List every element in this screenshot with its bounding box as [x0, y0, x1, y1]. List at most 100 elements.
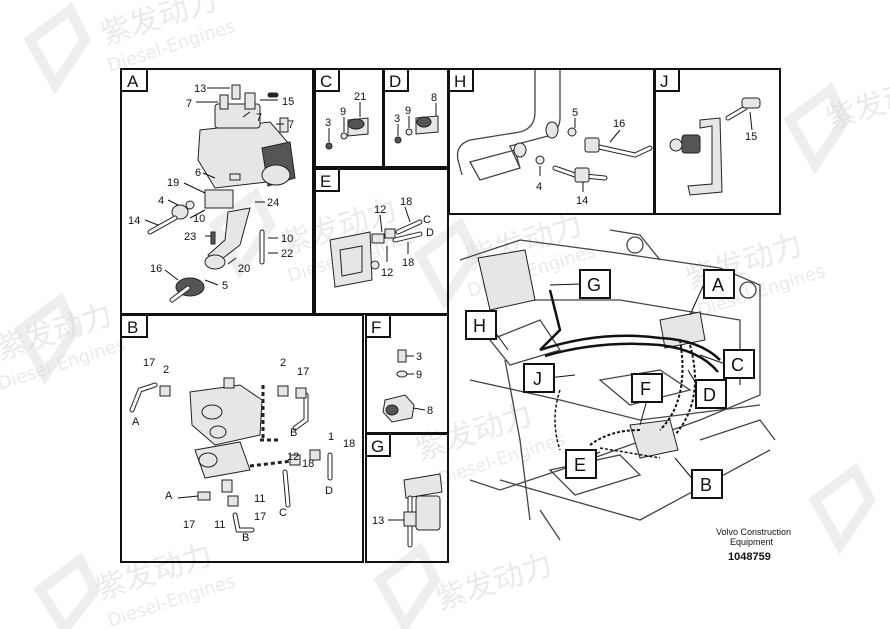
footer-drawing-number: 1048759	[728, 551, 771, 563]
label-h-14: 14	[576, 195, 588, 207]
pump-drawing	[171, 84, 296, 297]
label-h-4: 4	[536, 181, 542, 193]
panel-a-letter-box	[120, 68, 148, 92]
callout-c[interactable]: C	[731, 355, 744, 375]
label-e-12b: 12	[381, 267, 393, 279]
label-j-15: 15	[745, 131, 757, 143]
panel-e-letter: E	[320, 172, 331, 191]
panel-a-leaders	[144, 87, 284, 286]
label-a-15: 15	[282, 96, 294, 108]
callout-h[interactable]: H	[473, 316, 486, 336]
panel-h-letter: H	[454, 72, 466, 91]
callout-d-box[interactable]	[695, 379, 727, 409]
label-c-3: 3	[325, 117, 331, 129]
detail-panel-g: G 13	[365, 433, 449, 563]
label-e-18b: 18	[402, 257, 414, 269]
callout-g-box[interactable]	[579, 269, 611, 299]
label-a-23: 23	[184, 231, 196, 243]
callout-j[interactable]: J	[533, 369, 542, 389]
label-b-18: 18	[343, 438, 355, 450]
label-a-7b: 7	[256, 112, 262, 124]
callout-g[interactable]: G	[587, 275, 601, 295]
panel-j-letter-box	[654, 68, 680, 92]
label-a-7c: 7	[288, 119, 294, 131]
panel-b-letter-box	[120, 314, 148, 338]
watermark-brand: 紫发动力	[822, 67, 890, 137]
label-b-17c: 17	[183, 519, 195, 531]
callout-e-box[interactable]	[565, 449, 597, 479]
label-b-b: B	[290, 427, 297, 439]
label-b-17: 17	[143, 357, 155, 369]
label-b-d: D	[325, 485, 333, 497]
callout-c-box[interactable]	[723, 349, 755, 379]
watermark-brand: 紫发动力	[432, 547, 557, 617]
detail-panel-b: B 17 2 2 17 A B 1 18 12 18 D C A 1	[120, 314, 364, 563]
panel-j-letter: J	[660, 72, 669, 91]
label-h-16: 16	[613, 118, 625, 130]
callout-b-box[interactable]	[691, 469, 723, 499]
label-f-9: 9	[416, 369, 422, 381]
watermark-logo-icon	[13, 2, 876, 629]
label-e-18: 18	[400, 196, 412, 208]
label-b-a2: A	[165, 490, 173, 502]
label-b-2: 2	[163, 364, 169, 376]
detail-panel-d: D 8 9 3	[383, 68, 449, 168]
label-h-5: 5	[572, 107, 578, 119]
label-a-6: 6	[195, 167, 201, 179]
detail-panel-c: C 21 9 3	[314, 68, 384, 168]
label-b-11b: 11	[214, 519, 225, 531]
label-a-14: 14	[128, 215, 140, 227]
panel-b-frame	[120, 314, 364, 563]
panel-f-letter: F	[371, 318, 381, 337]
detail-panel-a: A	[120, 68, 314, 315]
panel-f-letter-box	[365, 314, 391, 338]
callout-f-box[interactable]	[631, 373, 663, 403]
panel-d-letter: D	[389, 72, 401, 91]
label-d-9: 9	[405, 105, 411, 117]
label-a-7: 7	[186, 98, 192, 110]
label-b-17b: 17	[297, 366, 309, 378]
callout-a[interactable]: A	[712, 275, 724, 295]
label-b-18b: 18	[302, 458, 314, 470]
panel-h-frame	[448, 68, 655, 215]
callout-e[interactable]: E	[574, 455, 586, 475]
label-a-5: 5	[222, 280, 228, 292]
callout-d[interactable]: D	[703, 385, 716, 405]
callout-a-box[interactable]	[703, 269, 735, 299]
label-b-2b: 2	[280, 357, 286, 369]
label-g-13: 13	[372, 515, 384, 527]
label-a-10: 10	[193, 213, 205, 225]
footer-company-line1: Volvo Construction	[716, 527, 791, 537]
footer-company-line2: Equipment	[730, 537, 774, 547]
label-c-21: 21	[354, 91, 366, 103]
label-a-24: 24	[267, 197, 279, 209]
panel-e-letter-box	[314, 168, 340, 192]
callout-h-box[interactable]	[465, 310, 497, 340]
callout-b[interactable]: B	[700, 475, 712, 495]
label-a-22: 22	[281, 248, 293, 260]
panel-b-letter: B	[127, 318, 138, 337]
label-e-d: D	[426, 227, 434, 239]
label-f-3: 3	[416, 351, 422, 363]
panel-c-letter: C	[320, 72, 332, 91]
detail-panel-e: E 18 12 C D 12 18	[314, 168, 449, 315]
panel-a-letter: A	[127, 72, 139, 91]
panel-d-letter-box	[383, 68, 409, 92]
label-b-a: A	[132, 416, 140, 428]
callout-j-box[interactable]	[523, 363, 555, 393]
label-f-8: 8	[427, 405, 433, 417]
label-a-19: 19	[167, 177, 179, 189]
detail-panel-f: F 3 9 8	[365, 314, 449, 434]
label-b-1: 1	[328, 431, 334, 443]
label-b-17d: 17	[254, 511, 266, 523]
panel-h-letter-box	[448, 68, 474, 92]
panel-g-letter-box	[365, 433, 391, 457]
callout-f[interactable]: F	[640, 379, 651, 399]
footer: Volvo Construction Equipment 1048759	[716, 527, 791, 563]
label-b-c: C	[279, 507, 287, 519]
label-b-b2: B	[242, 532, 249, 544]
label-e-12: 12	[374, 204, 386, 216]
panel-g-frame	[365, 433, 449, 563]
